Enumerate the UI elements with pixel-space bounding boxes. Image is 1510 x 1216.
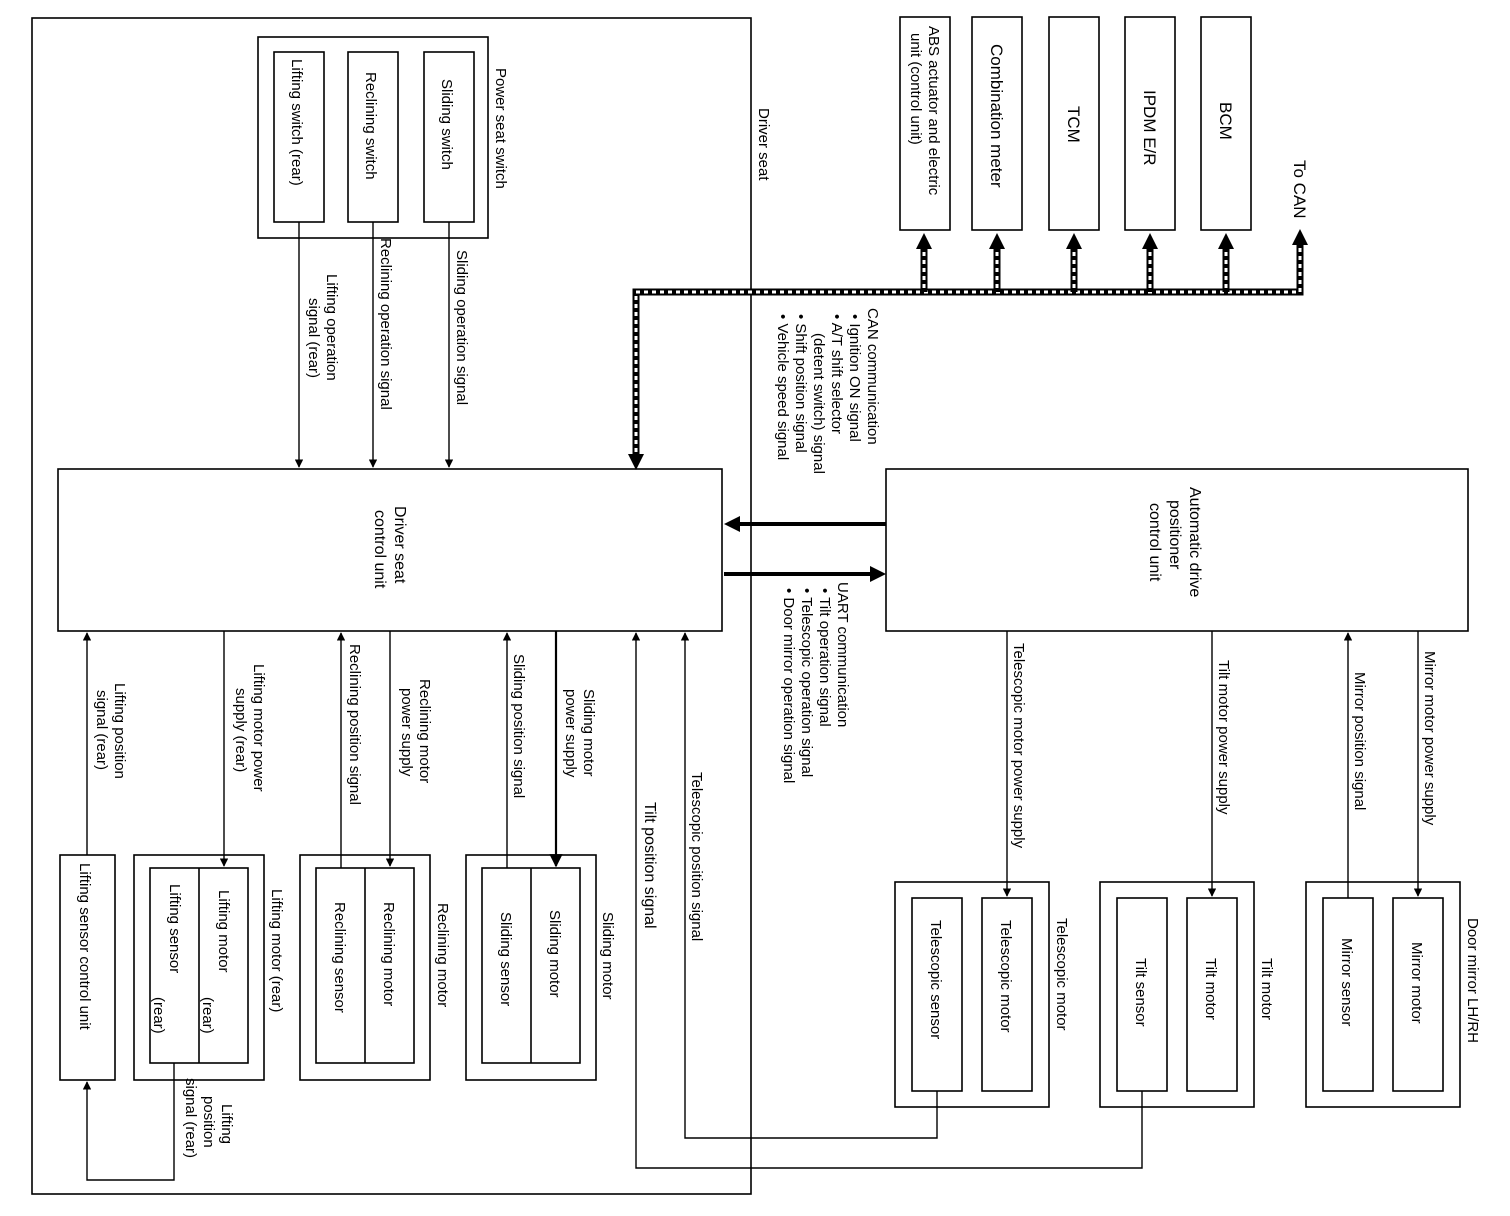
lifting-position-bottom-line1: Lifting xyxy=(218,1104,235,1144)
sliding-motor-power-line1: Sliding motor xyxy=(580,689,597,777)
bcm-box xyxy=(1200,16,1252,231)
mirror-group-box xyxy=(1305,881,1461,1108)
mirror-motor-box xyxy=(1392,897,1444,1092)
telescopic-motor-box xyxy=(981,897,1033,1092)
lifting-sensor-label-line2: (rear) xyxy=(150,997,167,1034)
reclining-motor-label: Reclining motor xyxy=(380,902,397,1006)
lifting-switch-label: Lifting switch (rear) xyxy=(288,59,305,186)
sliding-switch-label: Sliding switch xyxy=(438,79,455,170)
mirror-motor-label: Mirror motor xyxy=(1408,942,1425,1024)
tilt-motor-label: Tilt motor xyxy=(1202,958,1219,1020)
lifting-motor-label-line2: (rear) xyxy=(199,997,216,1034)
sliding-motor-label: Sliding motor xyxy=(546,910,563,998)
telescopic-motor-power-label: Telescopic motor power supply xyxy=(1010,643,1027,849)
sliding-operation-signal-label: Sliding operation signal xyxy=(453,250,470,405)
reclining-group-box xyxy=(299,854,431,1081)
combination-meter-label: Combination meter xyxy=(987,44,1006,188)
uart-comm-title: UART communication xyxy=(834,582,851,727)
lifting-operation-signal-line2: signal (rear) xyxy=(305,298,322,378)
reclining-motor-power-line1: Reclining motor xyxy=(416,679,433,783)
reclining-sensor-label: Reclining sensor xyxy=(331,902,348,1013)
tilt-position-signal-label: Tilt position signal xyxy=(641,802,658,929)
lifting-motor-power-line1: Lifting motor power xyxy=(250,664,267,792)
adp-label-line3: control unit xyxy=(1146,503,1163,582)
adp-label-line2: positioner xyxy=(1166,500,1183,570)
mirror-position-signal-label: Mirror position signal xyxy=(1351,672,1368,810)
abs-label-line1: ABS actuator and electric xyxy=(925,26,942,196)
to-can-label: To CAN xyxy=(1290,160,1309,219)
lifting-position-signal-line2: signal (rear) xyxy=(93,690,110,770)
sliding-group-box xyxy=(465,854,597,1081)
lifting-motor-group-label: Lifting motor (rear) xyxy=(268,889,285,1012)
telescopic-group-box xyxy=(894,881,1050,1108)
sliding-motor-power-line2: power supply xyxy=(562,689,579,778)
driver-seat-boundary xyxy=(31,17,752,1195)
telescopic-sensor-label: Telescopic sensor xyxy=(927,920,944,1039)
reclining-motor-power-line2: power supply xyxy=(398,688,415,777)
ipdm-label: IPDM E/R xyxy=(1140,90,1159,166)
can-bus xyxy=(628,229,1308,470)
can-comm-item-2b: (detent switch) signal xyxy=(810,333,827,474)
can-comm-title: CAN communication xyxy=(864,308,881,445)
telescopic-position-signal-label: Telescopic position signal xyxy=(688,772,705,941)
tilt-motor-power-label: Tilt motor power supply xyxy=(1215,660,1232,815)
dscu-label-line2: control unit xyxy=(371,510,388,589)
driver-seat-label: Driver seat xyxy=(755,108,772,181)
lifting-sensor-control-unit-label: Lifting sensor control unit xyxy=(76,863,93,1031)
tilt-motor-box xyxy=(1186,897,1238,1092)
sliding-position-signal-label: Sliding position signal xyxy=(510,654,527,798)
adp-control-unit-box xyxy=(885,468,1469,632)
adp-label-line1: Automatic drive xyxy=(1186,487,1203,597)
uart-comm-item-2: • Telescopic operation signal xyxy=(798,588,815,777)
dscu-label-line1: Driver seat xyxy=(391,506,408,584)
combination-meter-box xyxy=(971,16,1023,231)
uart-comm-item-3: • Door mirror operation signal xyxy=(780,588,797,783)
lifting-motor-power-line2: supply (rear) xyxy=(232,688,249,772)
tilt-group-box xyxy=(1099,881,1255,1108)
driver-seat-control-unit-box xyxy=(57,468,723,632)
reclining-group-label: Reclining motor xyxy=(434,903,451,1007)
can-comm-item-3: • Shift position signal xyxy=(792,314,809,453)
can-comm-item-4: • Vehicle speed signal xyxy=(774,314,791,460)
power-seat-switch-label: Power seat switch xyxy=(492,68,509,189)
can-comm-item-1: • Ignition ON signal xyxy=(846,314,863,442)
abs-box xyxy=(899,16,951,231)
lifting-motor-label-line1: Lifting motor xyxy=(215,890,232,973)
tcm-label: TCM xyxy=(1064,106,1083,143)
uart-comm-item-1: • Tilt operation signal xyxy=(816,588,833,727)
sliding-sensor-label: Sliding sensor xyxy=(497,912,514,1006)
tcm-box xyxy=(1048,16,1100,231)
uart-link xyxy=(724,516,886,582)
telescopic-motor-label: Telescopic motor xyxy=(997,920,1014,1033)
tilt-sensor-label: Tilt sensor xyxy=(1132,958,1149,1027)
lifting-motor-group-box xyxy=(133,854,265,1081)
mirror-motor-power-label: Mirror motor power supply xyxy=(1421,651,1438,826)
lifting-operation-signal-line1: Lifting operation xyxy=(323,274,340,381)
reclining-operation-signal-label: Reclining operation signal xyxy=(377,238,394,410)
lifting-position-signal-line1: Lifting position xyxy=(111,683,128,779)
sliding-group-label: Sliding motor xyxy=(599,912,616,1000)
can-comm-item-2: • A/T shift selector xyxy=(828,314,845,434)
lifting-position-bottom-line3: signal (rear) xyxy=(182,1078,199,1158)
mirror-sensor-label: Mirror sensor xyxy=(1338,938,1355,1026)
bcm-label: BCM xyxy=(1216,102,1235,140)
signal-lines xyxy=(82,222,1423,1181)
ipdm-box xyxy=(1124,16,1176,231)
reclining-position-signal-label: Reclining position signal xyxy=(346,644,363,805)
tilt-group-label: Tilt motor xyxy=(1258,958,1275,1020)
lifting-position-bottom-line2: position xyxy=(200,1096,217,1148)
telescopic-group-label: Telescopic motor xyxy=(1053,918,1070,1031)
lifting-sensor-label-line1: Lifting sensor xyxy=(166,884,183,973)
reclining-switch-label: Reclining switch xyxy=(362,72,379,180)
mirror-group-label: Door mirror LH/RH xyxy=(1464,918,1481,1043)
abs-label-line2: unit (control unit) xyxy=(907,33,924,145)
